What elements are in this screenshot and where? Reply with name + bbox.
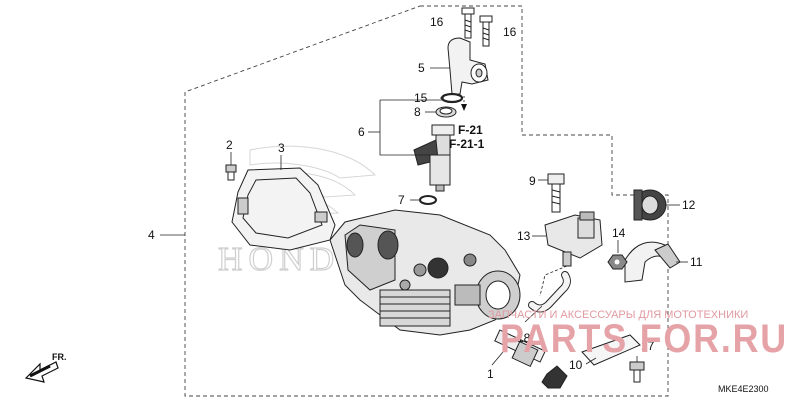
label-13: 13 [517,229,531,243]
sensor-13 [544,211,603,267]
label-6: 6 [358,125,365,139]
part-labels: 4 2 3 5 16 16 15 8 6 7 F-21 F-21-1 9 13 … [148,15,703,381]
label-11: 11 [690,255,703,269]
nut-14 [607,254,628,270]
label-17: 17 [641,339,655,353]
label-3: 3 [278,141,285,155]
grommet-12 [633,189,667,221]
label-7: 7 [398,193,405,207]
label-4: 4 [148,228,155,242]
label-14: 14 [612,226,626,240]
throttle-body-4 [329,209,521,336]
front-direction-label: FR. [52,352,67,362]
stay-10 [581,334,641,366]
bolt-16-right [479,15,493,47]
bolt-9 [547,173,565,213]
screw-2 [225,164,237,181]
fuel-joint-5 [447,37,489,95]
label-15: 15 [414,91,428,105]
bracket-11 [624,241,681,283]
label-18: 18 [517,331,531,345]
label-9: 9 [529,174,536,188]
diagram-code: MKE4E2300 [718,384,769,394]
bolt-16-left [461,7,475,39]
label-10: 10 [569,358,583,372]
ref-f21-1: F-21-1 [449,137,485,151]
ref-f21: F-21 [458,123,483,137]
watermark-tagline: ЗАПЧАСТИ И АКСЕССУАРЫ ДЛЯ МОТОТЕХНИКИ [488,309,748,321]
label-1: 1 [487,367,494,381]
sensor-1 [494,329,568,389]
front-direction-indicator: FR. [24,352,67,383]
cover-3 [231,167,336,251]
watermark-logo: PARTS FOR.RU [500,317,788,361]
o-ring-15 [440,92,464,104]
label-5: 5 [418,61,425,75]
label-16-right: 16 [503,25,517,39]
label-16-left: 16 [430,15,444,29]
label-12: 12 [682,198,696,212]
injector-6 [413,124,455,192]
label-2: 2 [226,138,233,152]
bolt-17 [629,361,645,383]
label-8: 8 [414,105,421,119]
